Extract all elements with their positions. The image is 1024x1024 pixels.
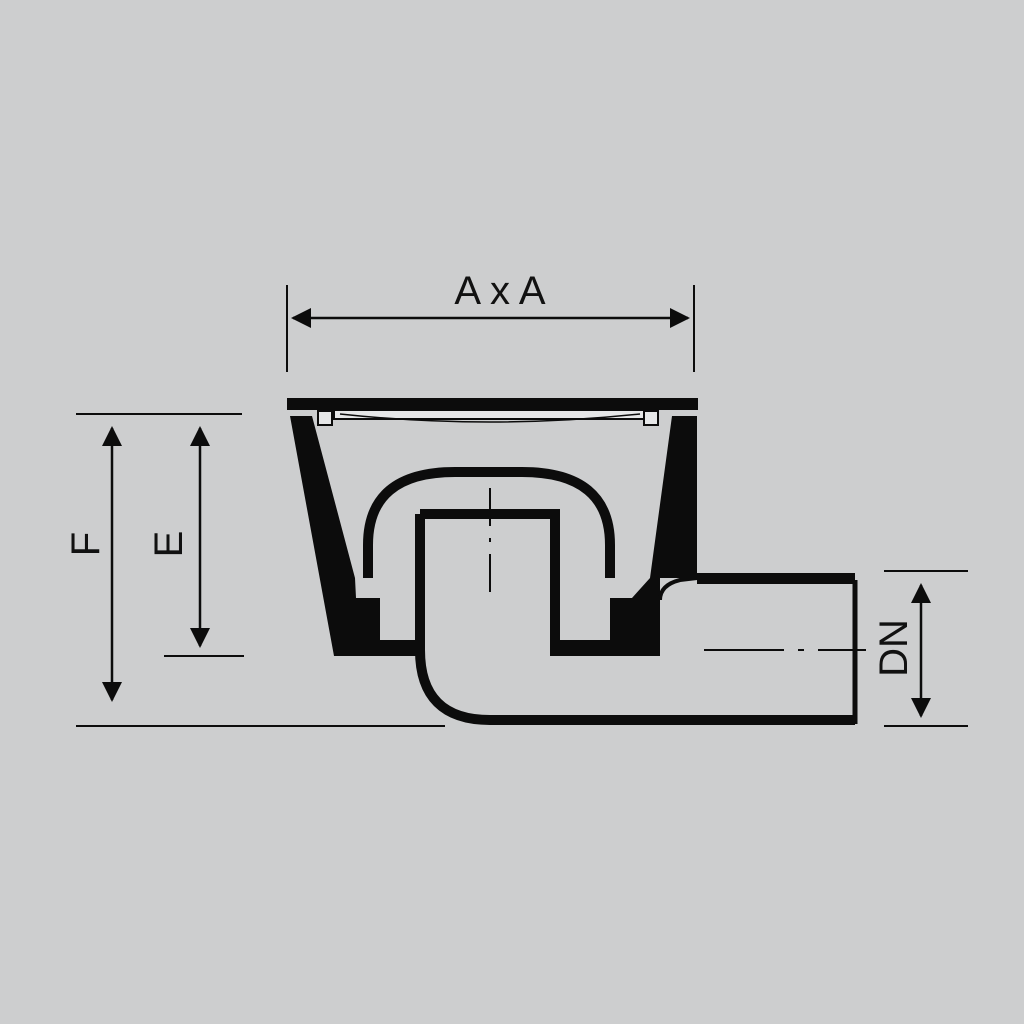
center-lines [489,488,866,651]
body-right-wall [556,416,697,656]
dim-f-label: F [64,532,108,556]
dimension-a-group: A x A [286,269,695,372]
grate-frame [287,398,698,426]
dimension-dn-group: DN [872,570,968,727]
outlet-pipe-outline [658,576,855,601]
body-left-wall [290,416,418,656]
grate-bolt-right [643,410,659,426]
grate-bolt-left [317,410,333,426]
grate-top-bar [287,398,698,410]
outlet-elbow [415,514,855,725]
drain-body [290,416,858,725]
dimension-f-group: F [64,413,445,727]
outlet-pipe-top-wall [697,573,855,584]
dim-e-label: E [147,531,191,558]
dim-a-label: A x A [454,269,545,313]
dim-dn-label: DN [872,619,916,677]
dimension-e-group: E [147,426,244,657]
trap-bell [363,467,615,578]
grate-sag-line [339,413,641,423]
